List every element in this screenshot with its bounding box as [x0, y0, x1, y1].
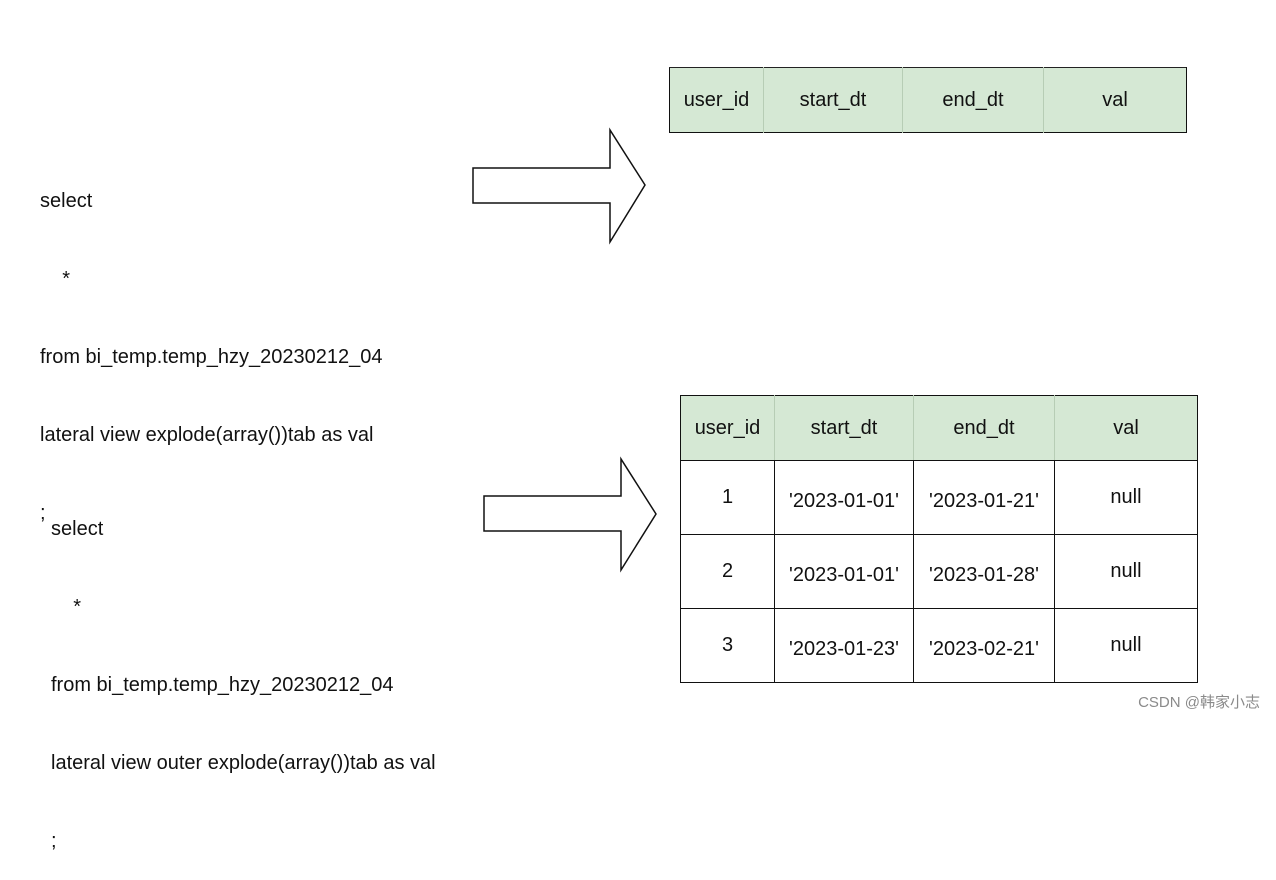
sql-line: ;	[40, 502, 46, 524]
table-header-row: user_id start_dt end_dt val	[680, 395, 1198, 461]
sql-query-explode: select * from bi_temp.temp_hzy_20230212_…	[40, 136, 382, 552]
cell-val: null	[1054, 460, 1198, 535]
cell-end-dt: '2023-02-21'	[913, 608, 1055, 683]
cell-val: null	[1054, 534, 1198, 609]
table-row: 2 '2023-01-01' '2023-01-28' null	[680, 534, 1198, 609]
cell-start-dt: '2023-01-01'	[774, 460, 914, 535]
column-header-user-id: user_id	[680, 395, 775, 461]
sql-line: lateral view explode(array())tab as val	[40, 424, 374, 446]
table-row: 1 '2023-01-01' '2023-01-21' null	[680, 460, 1198, 535]
right-arrow-icon	[472, 127, 646, 245]
sql-line: lateral view outer explode(array())tab a…	[51, 752, 436, 774]
column-header-start-dt: start_dt	[763, 67, 903, 133]
cell-start-dt: '2023-01-23'	[774, 608, 914, 683]
sql-line: from bi_temp.temp_hzy_20230212_04	[40, 346, 383, 368]
result-table-explode: user_id start_dt end_dt val	[669, 67, 1187, 133]
column-header-end-dt: end_dt	[902, 67, 1044, 133]
cell-start-dt: '2023-01-01'	[774, 534, 914, 609]
column-header-val: val	[1043, 67, 1187, 133]
sql-query-outer-explode: select * from bi_temp.temp_hzy_20230212_…	[51, 464, 436, 880]
sql-line: ;	[51, 830, 57, 852]
cell-val: null	[1054, 608, 1198, 683]
column-header-end-dt: end_dt	[913, 395, 1055, 461]
right-arrow-icon	[483, 456, 657, 573]
column-header-start-dt: start_dt	[774, 395, 914, 461]
cell-end-dt: '2023-01-21'	[913, 460, 1055, 535]
table-header-row: user_id start_dt end_dt val	[669, 67, 1187, 133]
column-header-user-id: user_id	[669, 67, 764, 133]
sql-line: select	[51, 518, 104, 540]
sql-line: select	[40, 190, 93, 212]
cell-end-dt: '2023-01-28'	[913, 534, 1055, 609]
watermark: CSDN @韩家小志	[1138, 694, 1260, 711]
cell-user-id: 1	[680, 460, 775, 535]
sql-line: *	[40, 268, 71, 290]
sql-line: *	[51, 596, 82, 618]
sql-line: from bi_temp.temp_hzy_20230212_04	[51, 674, 394, 696]
result-table-outer-explode: user_id start_dt end_dt val 1 '2023-01-0…	[680, 395, 1198, 683]
cell-user-id: 2	[680, 534, 775, 609]
cell-user-id: 3	[680, 608, 775, 683]
table-row: 3 '2023-01-23' '2023-02-21' null	[680, 608, 1198, 683]
column-header-val: val	[1054, 395, 1198, 461]
